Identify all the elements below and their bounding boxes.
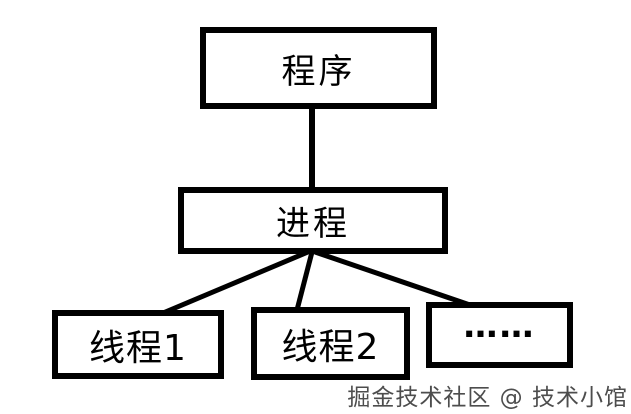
node-process: 进程 — [178, 187, 448, 254]
node-thread1-label: 线程1 — [89, 327, 187, 369]
watermark: 掘金技术社区 @ 技术小馆 — [347, 385, 628, 411]
node-process-label: 进程 — [276, 204, 350, 244]
edge-process-ellipsis — [314, 249, 471, 308]
node-ellipsis-label: …… — [463, 306, 536, 346]
node-ellipsis: …… — [426, 302, 573, 368]
node-program-label: 程序 — [281, 51, 356, 92]
node-thread2: 线程2 — [251, 307, 410, 380]
edge-process-thread2 — [294, 251, 315, 311]
node-thread2-label: 线程2 — [281, 326, 380, 368]
edge-process-thread1 — [162, 249, 309, 316]
node-program: 程序 — [200, 27, 437, 109]
node-thread1: 线程1 — [52, 310, 224, 379]
